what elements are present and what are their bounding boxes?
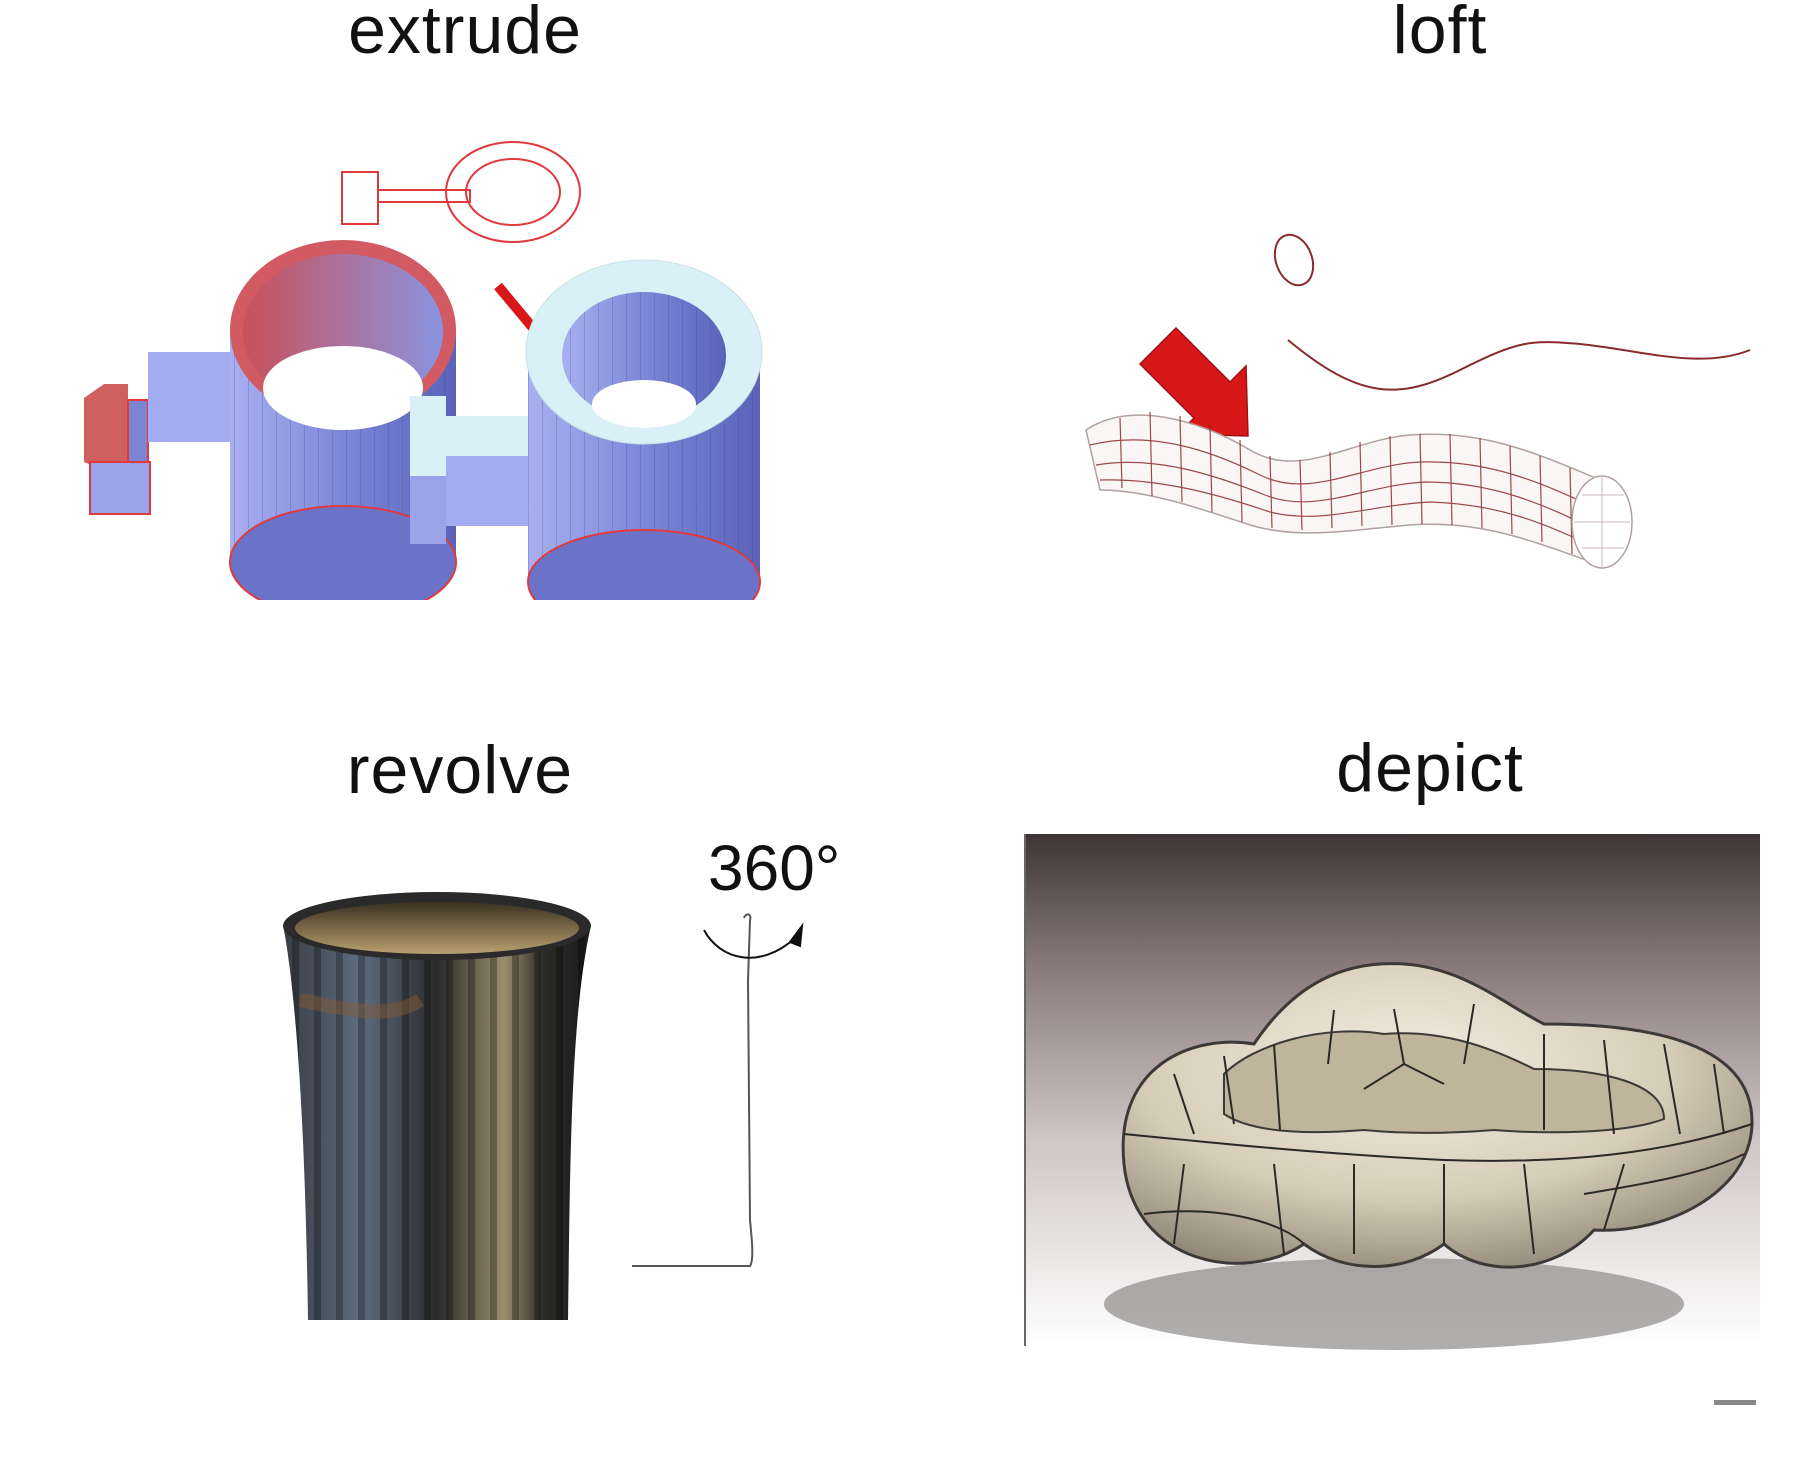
loft-illustration [1085, 233, 1751, 569]
depict-title: depict [1336, 730, 1524, 806]
rotation-arrow-icon [703, 922, 804, 959]
loft-arrow-icon [1138, 326, 1249, 437]
revolve-illustration [283, 892, 804, 1320]
extrude-profile [341, 141, 581, 243]
revolve-title: revolve [346, 732, 574, 808]
revolve-profile-curve [632, 913, 754, 1267]
extrude-illustration [84, 141, 763, 600]
loft-path-curve [1287, 339, 1751, 391]
extrude-title: extrude [348, 0, 582, 68]
loft-wireframe-tube [1085, 411, 1633, 569]
extrude-shape-right [410, 259, 763, 600]
stone-bowl-model [1121, 962, 1754, 1269]
extrude-shape-left [84, 240, 457, 600]
loft-profile-ellipse [1273, 233, 1315, 287]
revolved-trash-can [283, 892, 591, 1320]
depict-illustration [1024, 834, 1760, 1410]
angle-label: 360° [708, 832, 841, 904]
loft-title: loft [1392, 0, 1488, 68]
